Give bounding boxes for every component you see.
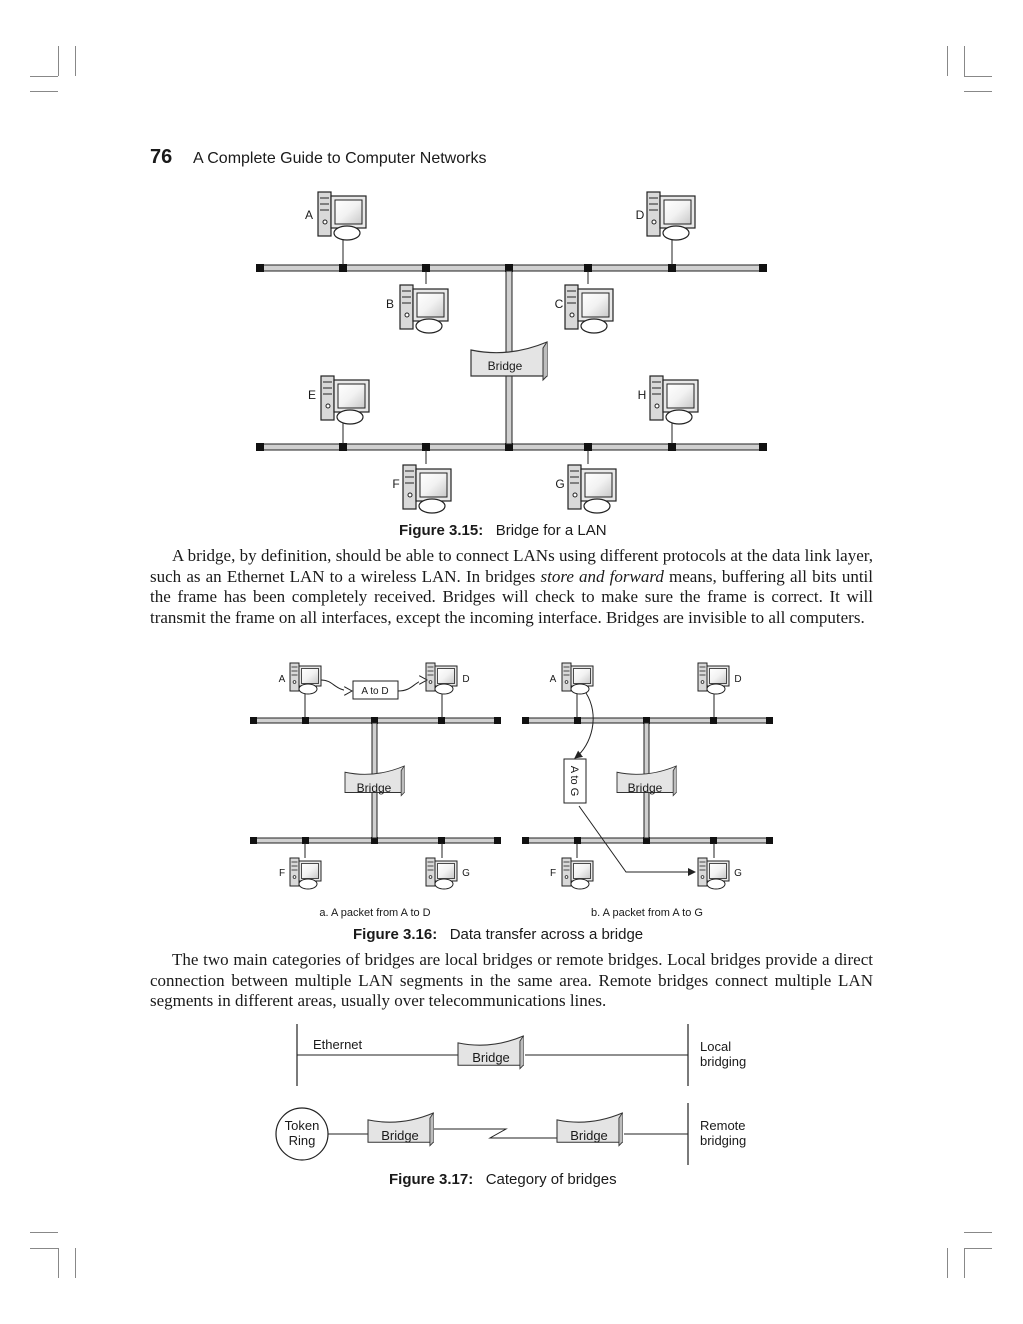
- crop-mark: [30, 91, 58, 92]
- bridge-label: Bridge: [628, 781, 663, 795]
- caption-text: Category of bridges: [485, 1171, 617, 1188]
- crop-mark: [947, 46, 948, 76]
- crop-mark: [964, 1232, 992, 1233]
- packet-box: [352, 680, 399, 700]
- bridge-label: Bridge: [357, 781, 392, 795]
- crop-mark: [947, 1248, 948, 1278]
- crop-mark: [30, 1232, 58, 1233]
- crop-mark: [58, 1248, 59, 1278]
- computer-f-icon: [402, 464, 452, 514]
- station-label-g: G: [462, 868, 470, 879]
- computer-a-icon: [561, 662, 594, 695]
- crop-mark: [964, 1248, 992, 1249]
- station-label-a: A: [279, 674, 286, 685]
- station-label-g: G: [555, 477, 564, 491]
- figure-3-17: Bridge Ethernet Local bridging Token Rin…: [275, 1024, 746, 1165]
- station-label-a: A: [550, 674, 557, 685]
- station-label-e: E: [308, 388, 316, 402]
- figure-3-15-caption: Figure 3.15: Bridge for a LAN: [399, 522, 607, 539]
- station-label-f: F: [392, 477, 399, 491]
- computer-e-icon: [320, 375, 370, 425]
- station-label-f: F: [279, 868, 285, 879]
- caption-label: Figure 3.15:: [399, 522, 484, 539]
- station-label-a: A: [305, 208, 313, 222]
- computer-c-icon: [564, 284, 614, 334]
- remote-bridging-label: Remote: [700, 1118, 746, 1133]
- local-bridging-label: bridging: [700, 1054, 746, 1069]
- computer-f-icon: [289, 857, 322, 890]
- bridge-label: Bridge: [381, 1128, 419, 1143]
- body-paragraph-1: A bridge, by definition, should be able …: [150, 546, 873, 628]
- subcaption-a: a. A packet from A to D: [319, 907, 430, 919]
- station-label-f: F: [550, 868, 556, 879]
- computer-h-icon: [649, 375, 699, 425]
- computer-d-icon: [425, 662, 458, 695]
- station-label-d: D: [462, 674, 469, 685]
- crop-mark: [964, 91, 992, 92]
- paragraph-text: means, buffering all bits until the fram…: [150, 566, 873, 627]
- token-ring-label: Token: [285, 1118, 320, 1133]
- packet-label: A to D: [361, 686, 388, 697]
- computer-g-icon: [567, 464, 617, 514]
- figure-3-16: Bridge A to D A D F G Bridge A to G A D …: [250, 662, 773, 919]
- subcaption-b: b. A packet from A to G: [591, 907, 703, 919]
- bridge-label: Bridge: [472, 1050, 510, 1065]
- ethernet-label: Ethernet: [313, 1037, 363, 1052]
- computer-f-icon: [561, 857, 594, 890]
- station-label-d: D: [734, 674, 741, 685]
- local-bridging-label: Local: [700, 1039, 731, 1054]
- computer-a-icon: [289, 662, 322, 695]
- figure-3-15: Bridge A B C D E F G H: [256, 191, 767, 514]
- crop-mark: [58, 46, 59, 76]
- crop-mark: [964, 76, 992, 77]
- packet-box: [563, 758, 587, 804]
- crop-mark: [30, 1248, 58, 1249]
- station-label-b: B: [386, 297, 394, 311]
- caption-label: Figure 3.17:: [389, 1171, 474, 1188]
- caption-text: Data transfer across a bridge: [449, 926, 644, 943]
- crop-mark: [964, 1248, 965, 1278]
- bridge-label: Bridge: [488, 359, 523, 373]
- crop-mark: [75, 46, 76, 76]
- token-ring-label: Ring: [289, 1133, 316, 1148]
- computer-b-icon: [399, 284, 449, 334]
- body-paragraph-2: The two main categories of bridges are l…: [150, 950, 873, 1010]
- running-header-title: A Complete Guide to Computer Networks: [193, 150, 487, 167]
- station-label-c: C: [555, 297, 564, 311]
- computer-g-icon: [697, 857, 730, 890]
- station-label-d: D: [636, 208, 645, 222]
- figure-3-16-caption: Figure 3.16: Data transfer across a brid…: [353, 926, 643, 943]
- crop-mark: [75, 1248, 76, 1278]
- remote-bridging-label: bridging: [700, 1133, 746, 1148]
- paragraph-text: A bridge, by definition, should be able …: [150, 546, 873, 586]
- crop-mark: [30, 76, 58, 77]
- station-label-h: H: [638, 388, 647, 402]
- page-number: 76: [150, 146, 173, 168]
- bridge-label: Bridge: [570, 1128, 608, 1143]
- station-label-g: G: [734, 868, 742, 879]
- crop-mark: [964, 46, 965, 76]
- computer-d-icon: [646, 191, 696, 241]
- caption-text: Bridge for a LAN: [495, 522, 607, 539]
- computer-d-icon: [697, 662, 730, 695]
- packet-label: A to G: [568, 766, 580, 797]
- figure-3-17-caption: Figure 3.17: Category of bridges: [389, 1171, 617, 1188]
- caption-label: Figure 3.16:: [353, 926, 438, 943]
- telecom-link-icon: [434, 1128, 558, 1139]
- computer-a-icon: [317, 191, 367, 241]
- paragraph-emphasis: store and forward: [540, 566, 664, 586]
- computer-g-icon: [425, 857, 458, 890]
